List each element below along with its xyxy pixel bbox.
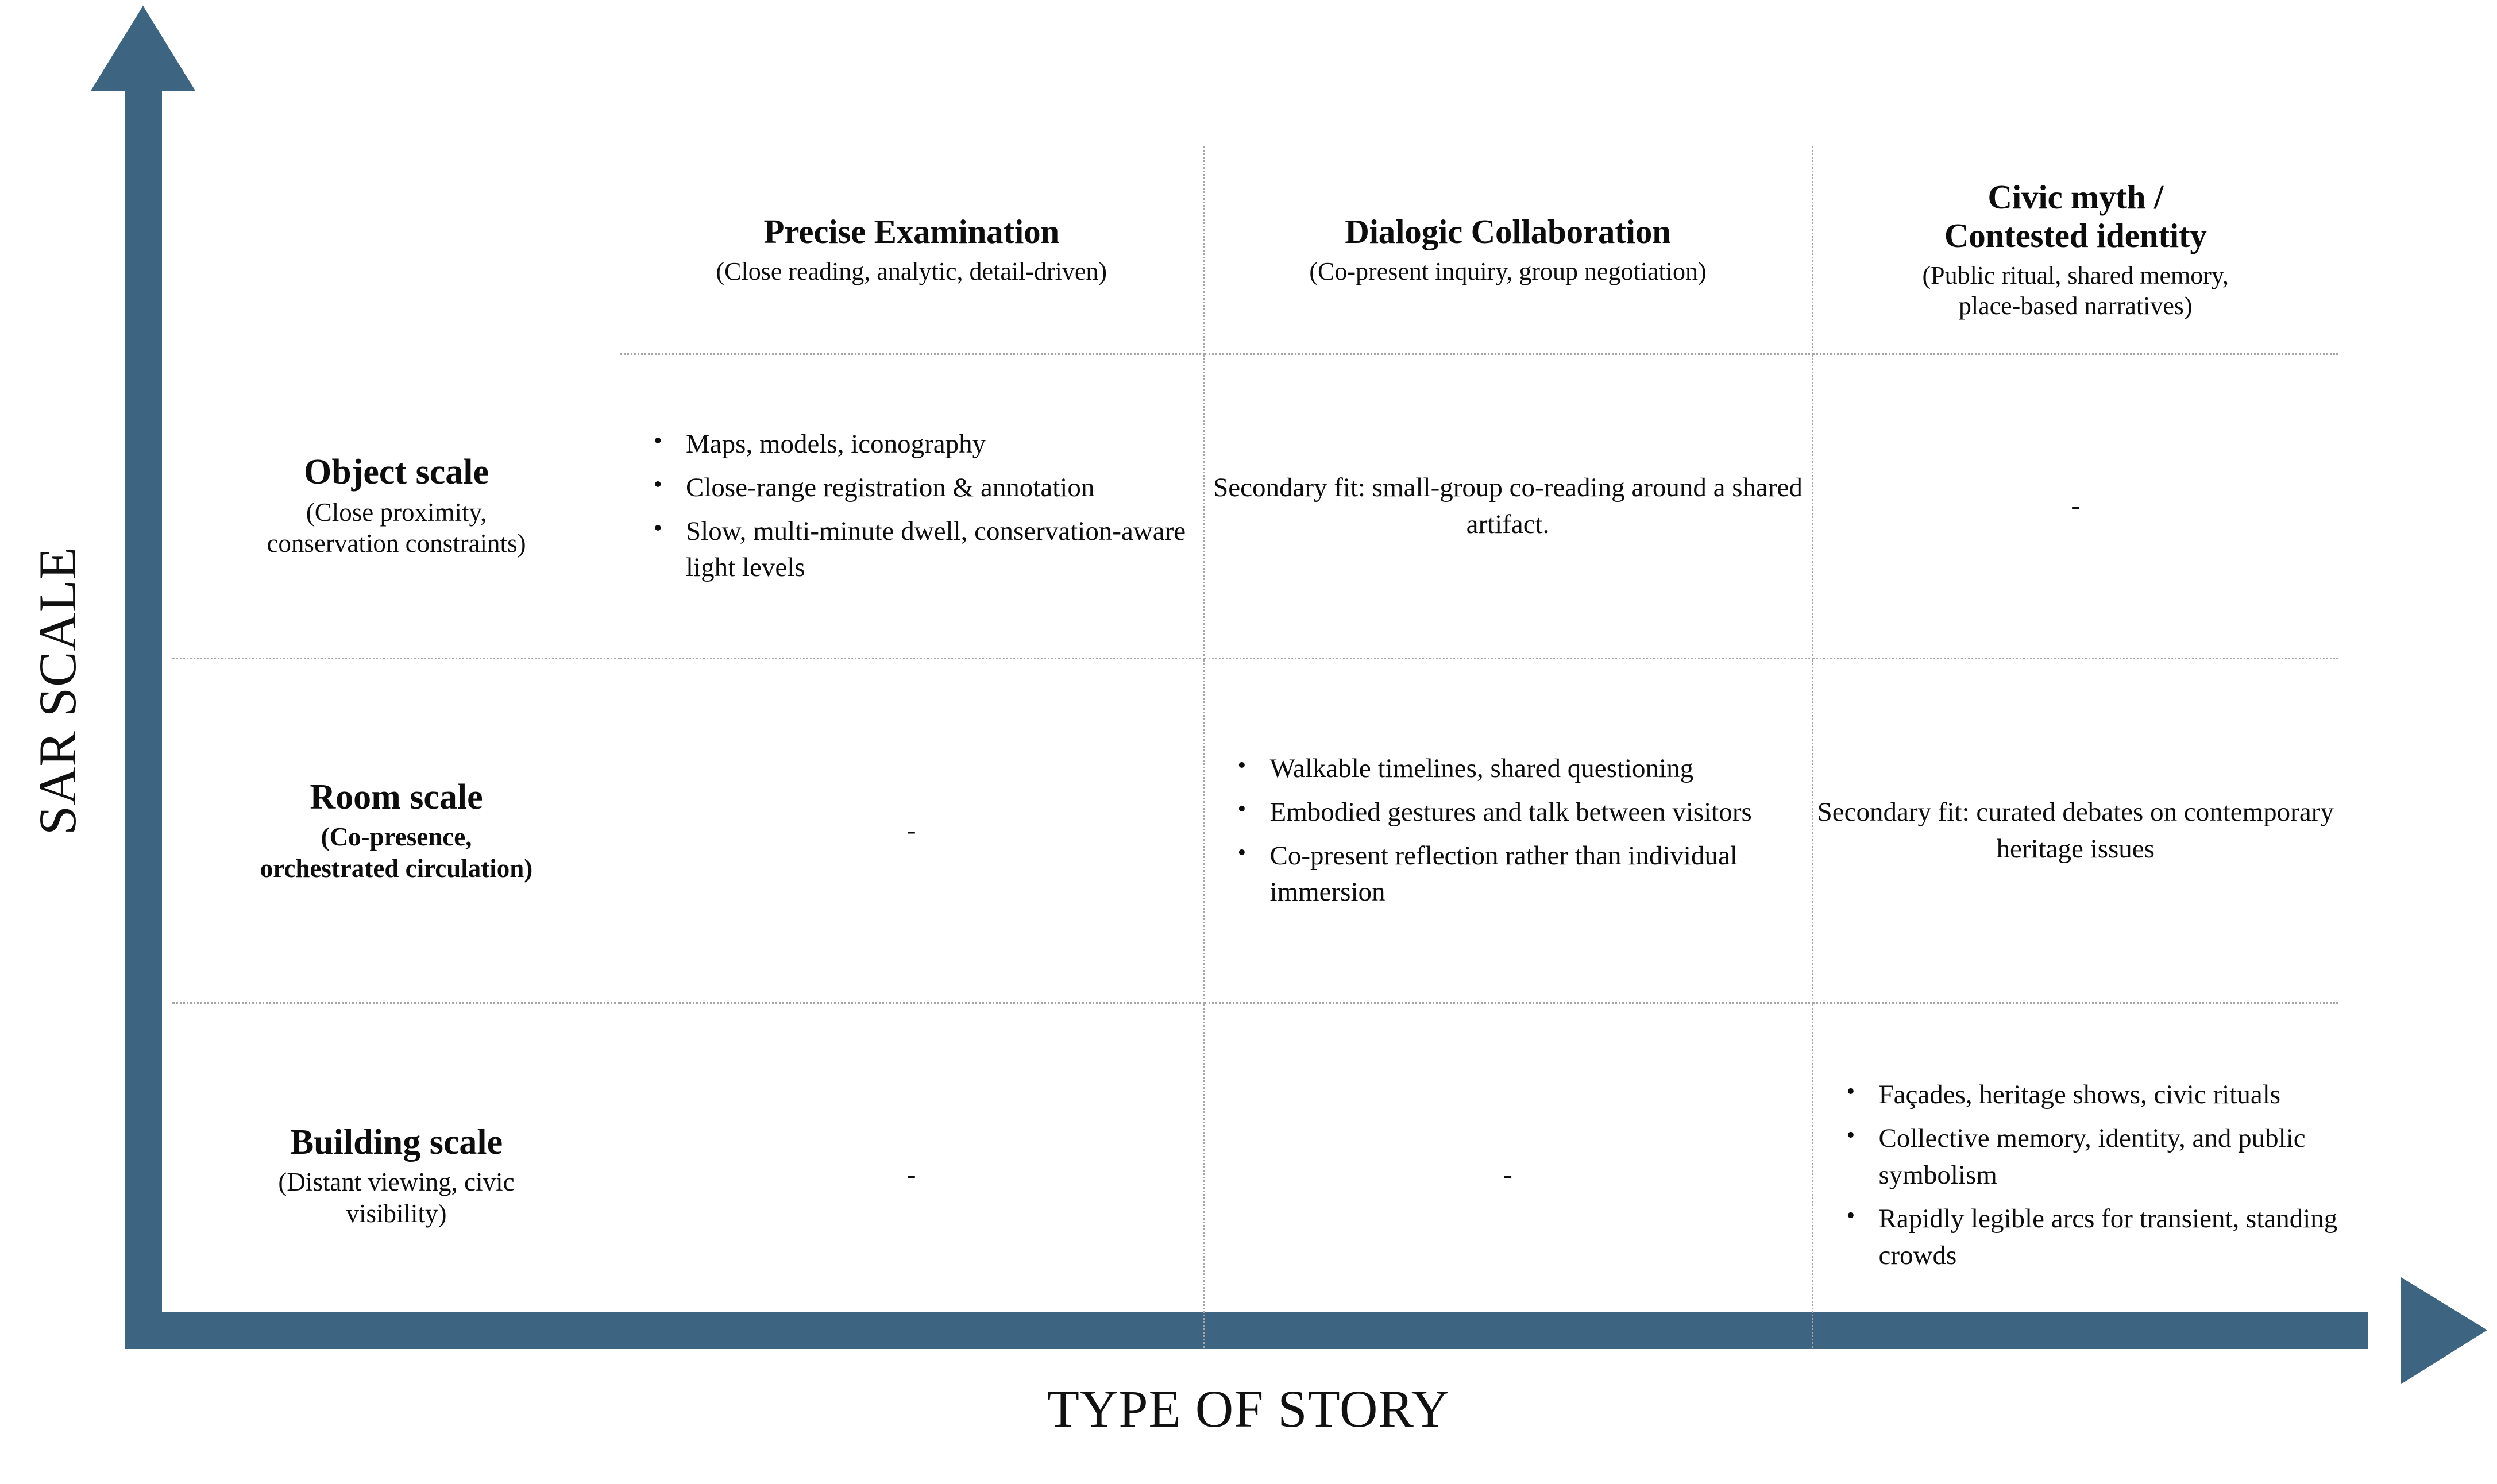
list-item: Maps, models, iconography — [654, 425, 1203, 463]
row-header-title: Room scale — [310, 777, 483, 817]
row-header-subtitle: (Distant viewing, civic visibility) — [172, 1166, 620, 1230]
column-header-civic-myth-contested-identity: Civic myth / Contested identity (Public … — [1812, 146, 2338, 355]
list-item: Embodied gestures and talk between visit… — [1238, 793, 1812, 831]
column-header-title-line2: Contested identity — [1944, 217, 2207, 255]
row-header-subtitle-line1: (Distant viewing, civic — [278, 1168, 515, 1196]
list-item: Slow, multi-minute dwell, conservation-a… — [654, 512, 1203, 587]
row-header-building-scale: Building scale (Distant viewing, civic v… — [172, 1003, 620, 1348]
cell-building-civic: Façades, heritage shows, civic rituals C… — [1812, 1003, 2338, 1348]
row-header-subtitle: (Co-presence, orchestrated circulation) — [172, 821, 620, 884]
column-header-title: Dialogic Collaboration — [1345, 212, 1671, 250]
row-header-subtitle: (Close proximity, conservation constrain… — [172, 497, 620, 560]
y-axis-label: SAR SCALE — [28, 546, 87, 836]
list-item: Co-present reflection rather than indivi… — [1238, 837, 1812, 911]
list-item: Walkable timelines, shared questioning — [1238, 749, 1812, 787]
column-header-title: Civic myth / Contested identity — [1813, 178, 2338, 256]
row-header-title: Building scale — [290, 1122, 503, 1162]
bullet-list: Façades, heritage shows, civic rituals C… — [1813, 1076, 2338, 1274]
bullet-list: Maps, models, iconography Close-range re… — [620, 425, 1203, 587]
column-header-dialogic-collaboration: Dialogic Collaboration (Co-present inqui… — [1203, 146, 1813, 355]
bullet-list: Walkable timelines, shared questioning E… — [1205, 749, 1812, 911]
list-item: Collective memory, identity, and public … — [1847, 1119, 2338, 1194]
cell-building-precise: - — [620, 1003, 1205, 1348]
scale-story-matrix: Precise Examination (Close reading, anal… — [172, 146, 2338, 1348]
row-header-title: Object scale — [304, 453, 489, 492]
column-header-subtitle-line2: place-based narratives) — [1958, 292, 2193, 320]
cell-object-civic: - — [1812, 354, 2338, 659]
row-header-subtitle-line1: (Co-presence, — [321, 822, 472, 852]
column-header-precise-examination: Precise Examination (Close reading, anal… — [620, 146, 1205, 355]
row-header-room-scale: Room scale (Co-presence, orchestrated ci… — [172, 658, 620, 1004]
column-header-title-line1: Civic myth / — [1987, 177, 2164, 216]
cell-object-precise: Maps, models, iconography Close-range re… — [620, 354, 1205, 659]
column-header-subtitle: (Close reading, analytic, detail-driven) — [716, 257, 1107, 286]
table-row: Building scale (Distant viewing, civic v… — [172, 1003, 2338, 1348]
list-item: Close-range registration & annotation — [654, 469, 1203, 507]
row-header-subtitle-line2: visibility) — [346, 1199, 447, 1228]
cell-room-civic: Secondary fit: curated debates on contem… — [1812, 658, 2338, 1004]
column-header-title: Precise Examination — [763, 212, 1060, 250]
row-header-object-scale: Object scale (Close proximity, conservat… — [172, 354, 620, 659]
table-row: Object scale (Close proximity, conservat… — [172, 354, 2338, 659]
cell-object-dialogic: Secondary fit: small-group co-reading ar… — [1203, 354, 1813, 659]
row-header-subtitle-line2: conservation constraints) — [267, 529, 526, 558]
table-row: Room scale (Co-presence, orchestrated ci… — [172, 658, 2338, 1004]
cell-room-dialogic: Walkable timelines, shared questioning E… — [1203, 658, 1813, 1004]
column-header-subtitle: (Co-present inquiry, group negotiation) — [1309, 257, 1707, 286]
list-item: Rapidly legible arcs for transient, stan… — [1847, 1200, 2338, 1274]
matrix-header-row: Precise Examination (Close reading, anal… — [172, 146, 2338, 355]
row-header-subtitle-line1: (Close proximity, — [306, 497, 487, 527]
row-header-subtitle-line2: orchestrated circulation) — [260, 854, 533, 883]
matrix-corner-cell — [172, 146, 620, 354]
cell-building-dialogic: - — [1203, 1003, 1813, 1348]
column-header-subtitle: (Public ritual, shared memory, place-bas… — [1813, 261, 2338, 322]
x-axis-label: TYPE OF STORY — [1047, 1379, 1450, 1438]
cell-room-precise: - — [620, 658, 1205, 1004]
column-header-subtitle-line1: (Public ritual, shared memory, — [1922, 261, 2229, 290]
list-item: Façades, heritage shows, civic rituals — [1847, 1076, 2338, 1114]
